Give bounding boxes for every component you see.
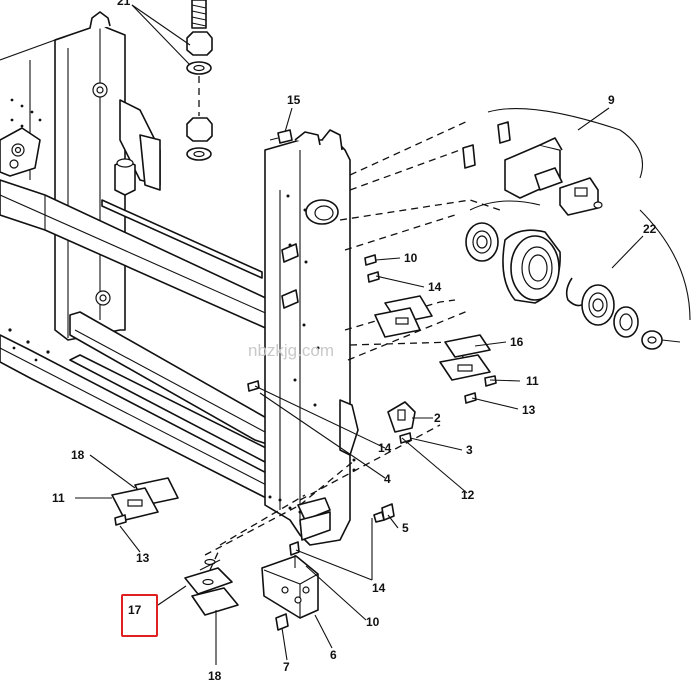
callout-6: 6: [330, 648, 337, 662]
roller-assembly: [465, 200, 691, 350]
callout-11-right: 11: [526, 374, 539, 388]
wear-pads-right: [247, 254, 497, 523]
callout-2: 2: [434, 411, 441, 425]
callout-14-middle: 14: [378, 441, 392, 455]
callout-10-lower: 10: [366, 615, 380, 629]
callout-14-lower: 14: [372, 581, 386, 595]
callout-13-right: 13: [522, 403, 536, 417]
callout-5: 5: [402, 521, 409, 535]
highlight-box: [121, 594, 158, 637]
callout-10-upper: 10: [404, 251, 418, 265]
callout-15: 15: [287, 93, 301, 107]
callout-18-lower: 18: [208, 669, 222, 683]
callout-3: 3: [466, 443, 473, 457]
lower-parts: [111, 477, 319, 631]
callout-12: 12: [461, 488, 475, 502]
callout-labels: 21 15 9 22 10 14 16 11 13 2 3 12 14 4 18…: [52, 0, 657, 683]
callout-21: 21: [117, 0, 131, 8]
callout-4: 4: [384, 472, 391, 486]
callout-9: 9: [608, 93, 615, 107]
callout-7: 7: [283, 660, 290, 674]
callout-16: 16: [510, 335, 524, 349]
top-hardware-stack: [186, 0, 293, 161]
bracket-assembly: [462, 108, 644, 216]
leader-lines: [75, 4, 644, 665]
callout-14-upper: 14: [428, 280, 442, 294]
callout-13-left: 13: [136, 551, 150, 565]
callout-11-left: 11: [52, 491, 65, 505]
callout-18-upper: 18: [71, 448, 85, 462]
mast-frame: [0, 11, 359, 546]
callout-22: 22: [643, 222, 657, 236]
callout-17: 17: [128, 603, 142, 617]
watermark-text: nbzkjg.com: [248, 341, 334, 360]
